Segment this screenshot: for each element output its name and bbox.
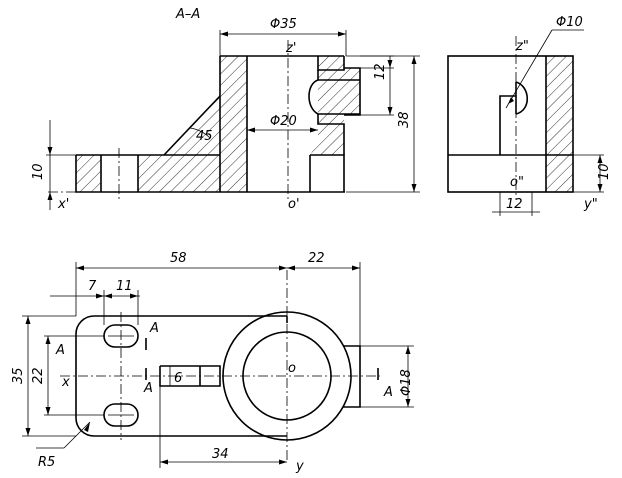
axis-z-double-prime: z" [515,39,529,54]
origin-o: o [288,361,296,376]
origin-o-double-prime: o" [510,175,524,190]
dim-slot-length: 11 [116,279,133,294]
dim-width-outer: 35 [11,367,26,384]
axis-x-prime: x' [57,197,69,212]
axis-z-prime: z' [285,41,296,56]
section-mark-middle: A [143,381,153,396]
dim-boss-diameter: Φ18 [399,369,414,396]
section-mark-left: A [55,343,65,358]
dim-length-left: 58 [170,251,187,266]
top-view: 58 22 7 11 35 22 A A A A 6 [11,251,414,474]
dim-length-right: 22 [308,251,325,266]
dim-angle: 45 [196,129,213,144]
origin-o-prime: o' [288,197,300,212]
dim-base-thickness: 10 [31,163,46,180]
front-view-section: A–A Φ35 z' [31,7,420,212]
side-view: Φ10 z" 10 12 o" y" [447,15,612,216]
dim-width-inner: 22 [31,367,46,384]
dim-height: 38 [397,111,412,128]
dim-side-offset: 12 [506,197,523,212]
dim-boss-height: 12 [373,63,388,80]
dim-slot-width: 6 [174,371,182,386]
axis-y: y [295,459,304,474]
dim-inner-diameter: Φ20 [270,114,297,129]
axis-y-double-prime: y" [583,197,598,212]
dim-rib-length: 34 [212,447,229,462]
dim-corner-radius: R5 [38,455,55,470]
dim-side-thickness: 10 [597,163,612,180]
dim-hole-diameter: Φ10 [556,15,583,30]
section-title: A–A [175,7,200,22]
section-mark-top: A [149,321,159,336]
dim-top-diameter: Φ35 [270,17,297,32]
section-mark-right: A [383,385,393,400]
axis-x: x [61,375,70,390]
dim-hole-offset: 7 [88,279,97,294]
